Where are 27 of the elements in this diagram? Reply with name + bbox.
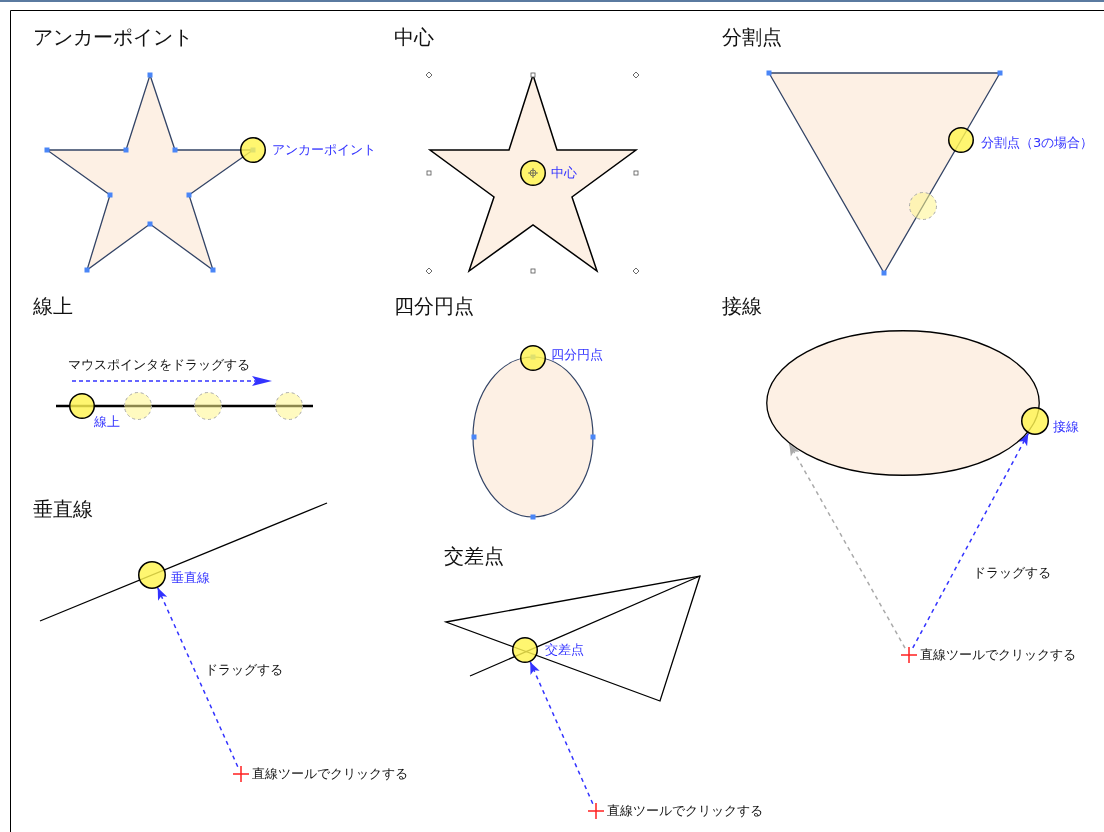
instruction-text: ドラッグする [973, 564, 1051, 582]
instruction-text: マウスポインタをドラッグする [68, 356, 250, 374]
instruction-text: ドラッグする [205, 661, 283, 679]
section-title: 接線 [722, 293, 762, 320]
snap-label: アンカーポイント [272, 142, 376, 158]
snap-label: 四分円点 [551, 347, 603, 363]
drag-arrow [529, 661, 594, 805]
section-title: 垂直線 [33, 496, 93, 523]
snap-label: 分割点（3の場合） [981, 135, 1094, 151]
section-title: 四分円点 [394, 293, 474, 320]
section-title: 中心 [394, 24, 434, 51]
instruction-text: 直線ツールでクリックする [607, 803, 763, 819]
drag-arrow [912, 432, 1030, 649]
section-title: 交差点 [444, 543, 504, 570]
snap-label: 接線 [1053, 419, 1079, 435]
drag-arrow [788, 442, 906, 649]
section-title: 分割点 [722, 24, 782, 51]
section-title: アンカーポイント [33, 24, 193, 51]
snap-label: 交差点 [545, 642, 584, 658]
instruction-text: 直線ツールでクリックする [920, 647, 1076, 663]
instruction-text: 直線ツールでクリックする [252, 766, 408, 782]
snap-label: 垂直線 [171, 570, 210, 586]
section-title: 線上 [33, 293, 73, 320]
ellipse-shape [766, 330, 1040, 476]
snap-label: 中心 [551, 165, 577, 181]
drag-arrow [156, 587, 239, 768]
snap-label: 線上 [94, 414, 120, 430]
